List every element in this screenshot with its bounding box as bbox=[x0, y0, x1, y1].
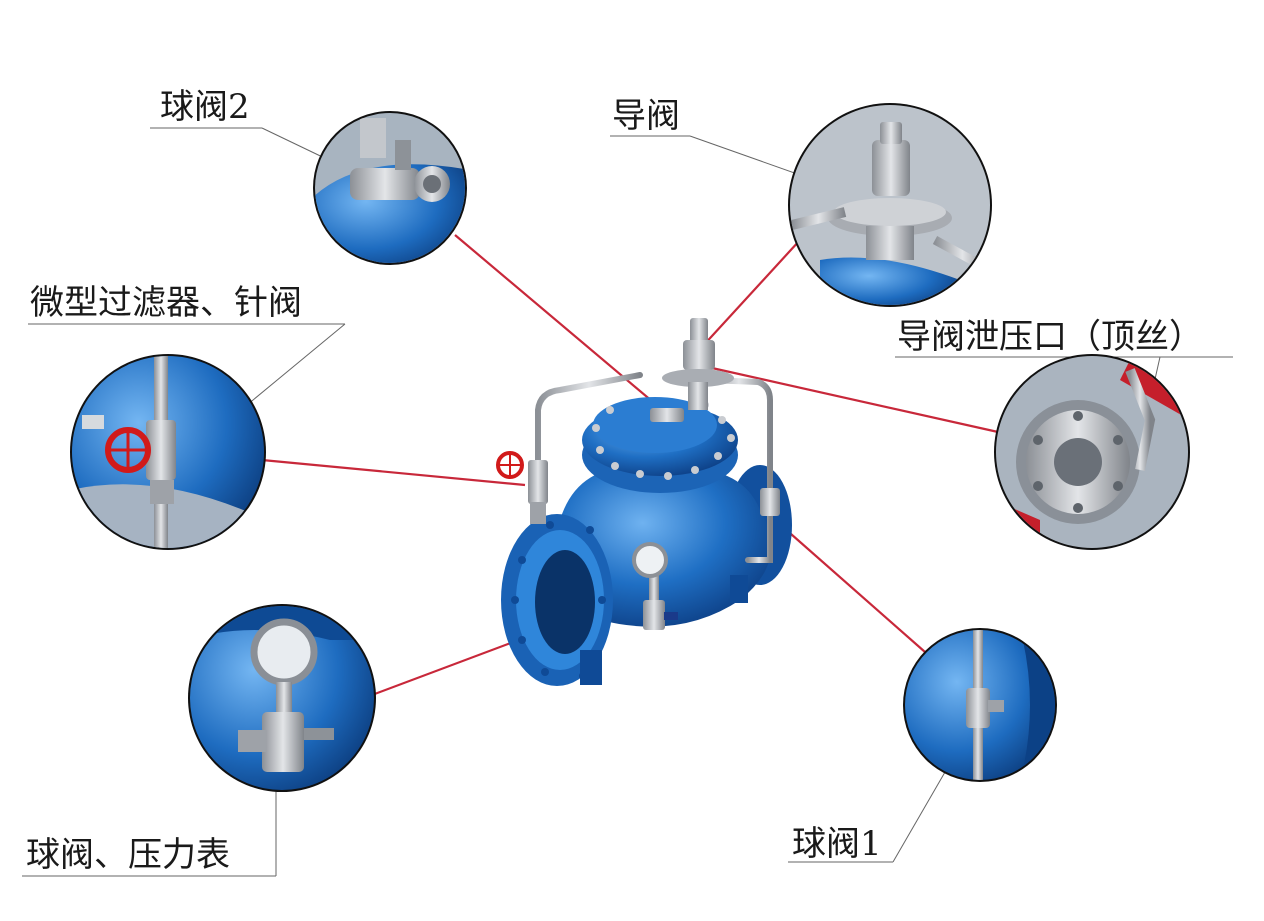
detail-bubble-relief-port bbox=[994, 354, 1190, 550]
detail-bubble-ball-valve-2 bbox=[313, 111, 467, 265]
label-pilot-valve-text: 导阀 bbox=[612, 96, 680, 136]
main-control-valve bbox=[496, 318, 792, 686]
label-micro-filter-needle-valve: 微型过滤器、针阀 bbox=[28, 283, 346, 463]
pressure-gauge-icon bbox=[632, 542, 678, 630]
label-ball-valve-2-text: 球阀2 bbox=[160, 87, 250, 127]
label-micro-filter-text: 微型过滤器、针阀 bbox=[30, 283, 302, 323]
label-ball-valve-2: 球阀2 bbox=[150, 87, 361, 176]
label-ball-valve-1: 球阀1 bbox=[788, 759, 953, 864]
leader-ball-valve-1 bbox=[765, 511, 926, 653]
leader-relief-port bbox=[711, 366, 999, 434]
leader-filter bbox=[261, 458, 526, 487]
detail-bubble-filter-needle bbox=[70, 354, 266, 550]
label-pilot-relief-port: 导阀泄压口（顶丝） bbox=[895, 317, 1233, 491]
detail-bubble-ball-valve-1 bbox=[903, 628, 1057, 782]
label-pilot-relief-text: 导阀泄压口（顶丝） bbox=[897, 317, 1203, 357]
handwheel-icon bbox=[496, 451, 524, 479]
label-ball-valve-1-text: 球阀1 bbox=[792, 824, 882, 864]
label-ball-valve-gauge-text: 球阀、压力表 bbox=[26, 835, 230, 875]
label-ball-valve-gauge: 球阀、压力表 bbox=[22, 762, 277, 877]
pilot-valve-assembly bbox=[662, 318, 734, 410]
detail-bubble-pilot-valve bbox=[788, 103, 992, 307]
leader-ball-valve-2 bbox=[454, 234, 673, 419]
detail-bubble-gauge bbox=[188, 604, 376, 792]
